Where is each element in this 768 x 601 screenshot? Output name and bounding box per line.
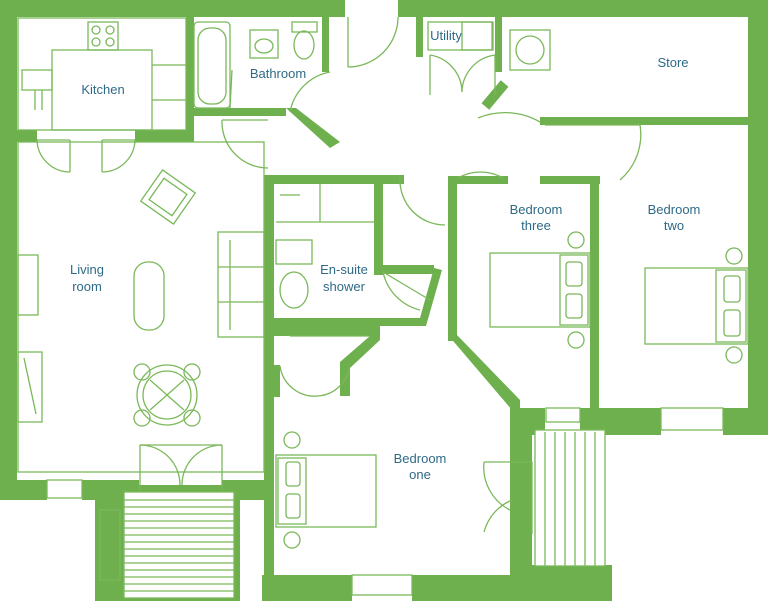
- label-ensuite-1: En-suite: [320, 262, 368, 277]
- label-living-2: room: [72, 279, 102, 294]
- bedroom-one-door[interactable]: [483, 461, 511, 511]
- wardrobe-door-left[interactable]: [279, 365, 319, 397]
- sideboard-icon: [17, 351, 43, 423]
- label-utility: Utility: [430, 28, 462, 43]
- label-living-1: Living: [70, 262, 104, 277]
- bedroom-three-door[interactable]: [457, 171, 504, 179]
- sofa-icon: [217, 231, 265, 338]
- label-ensuite-2: shower: [323, 279, 366, 294]
- lamp-icon: [283, 431, 301, 449]
- balcony-step: [99, 509, 121, 581]
- balcony-decking-left: [123, 491, 235, 599]
- kitchen-area: [17, 17, 187, 131]
- bed-three-icon: [489, 252, 591, 328]
- living-room-area: [17, 141, 265, 473]
- toilet-icon: [291, 21, 318, 33]
- label-bedroom-two-1: Bedroom: [648, 202, 701, 217]
- decking-lines-right: [544, 432, 596, 566]
- front-door[interactable]: [347, 16, 399, 68]
- bed-one-icon: [275, 454, 377, 528]
- window-bedroom-three: [545, 407, 581, 423]
- room-labels: Kitchen Bathroom Utility Store Living ro…: [70, 28, 700, 482]
- balcony-door-left[interactable]: [139, 444, 181, 490]
- label-bathroom: Bathroom: [250, 66, 306, 81]
- label-bedroom-three-2: three: [521, 218, 551, 233]
- lamp-icon: [725, 247, 743, 265]
- store-door[interactable]: [477, 111, 541, 123]
- label-bedroom-two-2: two: [664, 218, 684, 233]
- ensuite-door-hall[interactable]: [399, 177, 446, 226]
- window-bedroom-one: [351, 574, 413, 596]
- balcony-decking-right: [534, 429, 606, 567]
- coffee-table-icon: [133, 261, 165, 331]
- kitchen-door-right[interactable]: [101, 139, 136, 173]
- window-living: [46, 479, 83, 499]
- lamp-icon: [725, 346, 743, 364]
- decking-lines-left: [124, 499, 234, 592]
- fixtures: [17, 16, 749, 599]
- dining-table-icon: [136, 364, 198, 426]
- label-bedroom-one-1: Bedroom: [394, 451, 447, 466]
- lamp-icon: [567, 331, 585, 349]
- label-kitchen: Kitchen: [81, 82, 124, 97]
- label-bedroom-three-1: Bedroom: [510, 202, 563, 217]
- lamp-icon: [567, 231, 585, 249]
- tv-unit-icon: [17, 254, 39, 316]
- ensuite-door[interactable]: [382, 271, 431, 311]
- label-store: Store: [657, 55, 688, 70]
- utility-appliance: [427, 21, 494, 51]
- basin-icon: [249, 29, 279, 59]
- bathroom-door[interactable]: [289, 71, 331, 113]
- window-bedroom-two: [660, 407, 724, 431]
- armchair-icon: [139, 169, 197, 225]
- bathtub-icon: [193, 21, 231, 109]
- hob-icon: [87, 21, 119, 51]
- utility-door-left[interactable]: [429, 54, 463, 95]
- hall-living-door[interactable]: [221, 119, 269, 169]
- sink-icon: [21, 69, 53, 91]
- shower-icon: [275, 239, 313, 265]
- boiler-icon: [509, 29, 551, 71]
- kitchen-door-left[interactable]: [36, 139, 71, 173]
- bed-two-icon: [644, 267, 749, 345]
- ensuite-toilet-icon: [279, 271, 309, 309]
- lamp-icon: [283, 531, 301, 549]
- bedroom-two-door[interactable]: [545, 124, 642, 181]
- label-bedroom-one-2: one: [409, 467, 431, 482]
